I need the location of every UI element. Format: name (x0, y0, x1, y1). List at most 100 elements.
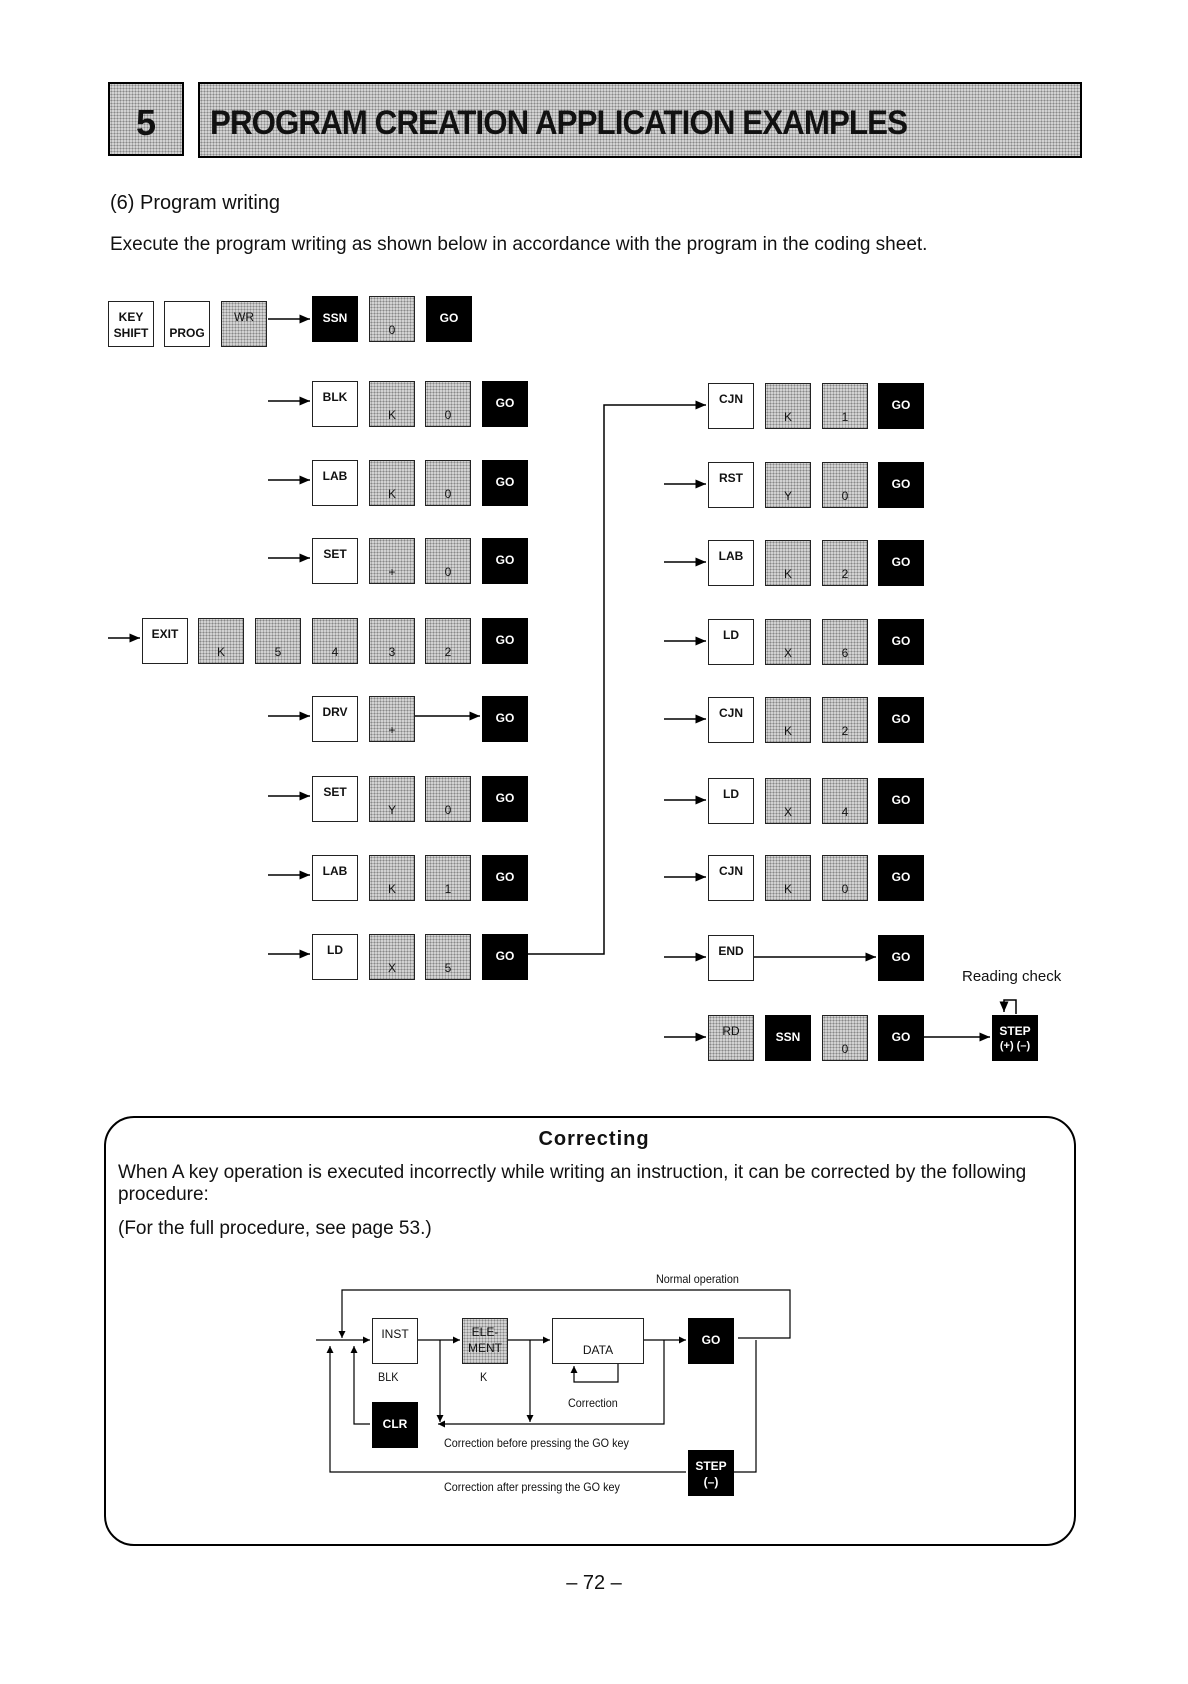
exit-key[interactable]: EXIT (142, 618, 188, 664)
correction-before-go-label: Correction before pressing the GO key (444, 1436, 629, 1450)
go-key[interactable]: GO (878, 1015, 924, 1061)
key-label: GO (891, 950, 911, 964)
end-key[interactable]: END (708, 935, 754, 981)
go-key[interactable]: GO (878, 697, 924, 743)
digit-4-key[interactable]: 4 (822, 778, 868, 824)
go-key[interactable]: GO (878, 619, 924, 665)
digit-0-key[interactable]: 0 (822, 462, 868, 508)
digit-0-key[interactable]: 0 (369, 296, 415, 342)
k-key[interactable]: K (369, 381, 415, 427)
clr-key[interactable]: CLR (372, 1402, 418, 1448)
digit-0-key[interactable]: 0 (425, 381, 471, 427)
go-key[interactable]: GO (482, 696, 528, 742)
key-label: SHIFT (113, 326, 149, 340)
x-key[interactable]: X (765, 619, 811, 665)
go-key[interactable]: GO (482, 934, 528, 980)
k-key[interactable]: K (369, 855, 415, 901)
prog-key[interactable]: PROG (164, 301, 210, 347)
cjn-key[interactable]: CJN (708, 383, 754, 429)
digit-3-key[interactable]: 3 (369, 618, 415, 664)
cjn-key[interactable]: CJN (708, 697, 754, 743)
k-key[interactable]: K (765, 697, 811, 743)
digit-5-key[interactable]: 5 (255, 618, 301, 664)
key-label: 0 (841, 882, 849, 896)
data-label: DATA (582, 1343, 614, 1357)
plus-key[interactable]: + (369, 696, 415, 742)
key-label: 5 (444, 961, 452, 975)
key-label: K (387, 882, 396, 896)
normal-operation-label: Normal operation (656, 1272, 739, 1286)
go-key[interactable]: GO (878, 778, 924, 824)
go-key[interactable]: GO (482, 776, 528, 822)
go-key[interactable]: GO (878, 462, 924, 508)
k-key[interactable]: K (369, 460, 415, 506)
go-key[interactable]: GO (878, 383, 924, 429)
ld-key[interactable]: LD (708, 778, 754, 824)
digit-4-key[interactable]: 4 (312, 618, 358, 664)
key-label: K (387, 487, 396, 501)
go-key[interactable]: GO (688, 1318, 734, 1364)
k-key[interactable]: K (765, 855, 811, 901)
step-key[interactable]: STEP(+) (–) (992, 1015, 1038, 1061)
key-label: 0 (388, 323, 396, 337)
lab-key[interactable]: LAB (312, 460, 358, 506)
digit-0-key[interactable]: 0 (425, 538, 471, 584)
blk-key[interactable]: BLK (312, 381, 358, 427)
digit-6-key[interactable]: 6 (822, 619, 868, 665)
ssn-key[interactable]: SSN (312, 296, 358, 342)
digit-2-key[interactable]: 2 (822, 697, 868, 743)
digit-2-key[interactable]: 2 (425, 618, 471, 664)
key-label: 5 (274, 645, 282, 659)
x-key[interactable]: X (369, 934, 415, 980)
k-key[interactable]: K (198, 618, 244, 664)
lab-key[interactable]: LAB (708, 540, 754, 586)
key-label: X (783, 805, 792, 819)
key-label: GO (891, 1030, 911, 1044)
go-key[interactable]: GO (482, 855, 528, 901)
digit-0-key[interactable]: 0 (822, 1015, 868, 1061)
k-label: K (480, 1370, 488, 1384)
plus-key[interactable]: + (369, 538, 415, 584)
digit-5-key[interactable]: 5 (425, 934, 471, 980)
go-key[interactable]: GO (878, 855, 924, 901)
inst-key[interactable]: INST (372, 1318, 418, 1364)
digit-1-key[interactable]: 1 (822, 383, 868, 429)
key-label: GO (891, 555, 911, 569)
step-key[interactable]: STEP(–) (688, 1450, 734, 1496)
set-key[interactable]: SET (312, 538, 358, 584)
go-key[interactable]: GO (482, 618, 528, 664)
k-key[interactable]: K (765, 383, 811, 429)
rd-key[interactable]: RD (708, 1015, 754, 1061)
wr-key[interactable]: WR (221, 301, 267, 347)
y-key[interactable]: Y (369, 776, 415, 822)
key-label: 0 (444, 803, 452, 817)
go-key[interactable]: GO (878, 540, 924, 586)
lab-key[interactable]: LAB (312, 855, 358, 901)
digit-0-key[interactable]: 0 (822, 855, 868, 901)
go-key[interactable]: GO (482, 538, 528, 584)
go-key[interactable]: GO (482, 381, 528, 427)
ld-key[interactable]: LD (708, 619, 754, 665)
digit-0-key[interactable]: 0 (425, 776, 471, 822)
go-key[interactable]: GO (482, 460, 528, 506)
element-key[interactable]: ELE-MENT (462, 1318, 508, 1364)
y-key[interactable]: Y (765, 462, 811, 508)
rst-key[interactable]: RST (708, 462, 754, 508)
key-label: LD (327, 943, 343, 957)
digit-0-key[interactable]: 0 (425, 460, 471, 506)
drv-key[interactable]: DRV (312, 696, 358, 742)
ssn-key[interactable]: SSN (765, 1015, 811, 1061)
key-label: 0 (444, 565, 452, 579)
digit-2-key[interactable]: 2 (822, 540, 868, 586)
key-label: SET (323, 547, 347, 561)
digit-1-key[interactable]: 1 (425, 855, 471, 901)
go-key[interactable]: GO (878, 935, 924, 981)
ld-key[interactable]: LD (312, 934, 358, 980)
go-key[interactable]: GO (426, 296, 472, 342)
set-key[interactable]: SET (312, 776, 358, 822)
key-label: 0 (444, 487, 452, 501)
x-key[interactable]: X (765, 778, 811, 824)
cjn-key[interactable]: CJN (708, 855, 754, 901)
k-key[interactable]: K (765, 540, 811, 586)
